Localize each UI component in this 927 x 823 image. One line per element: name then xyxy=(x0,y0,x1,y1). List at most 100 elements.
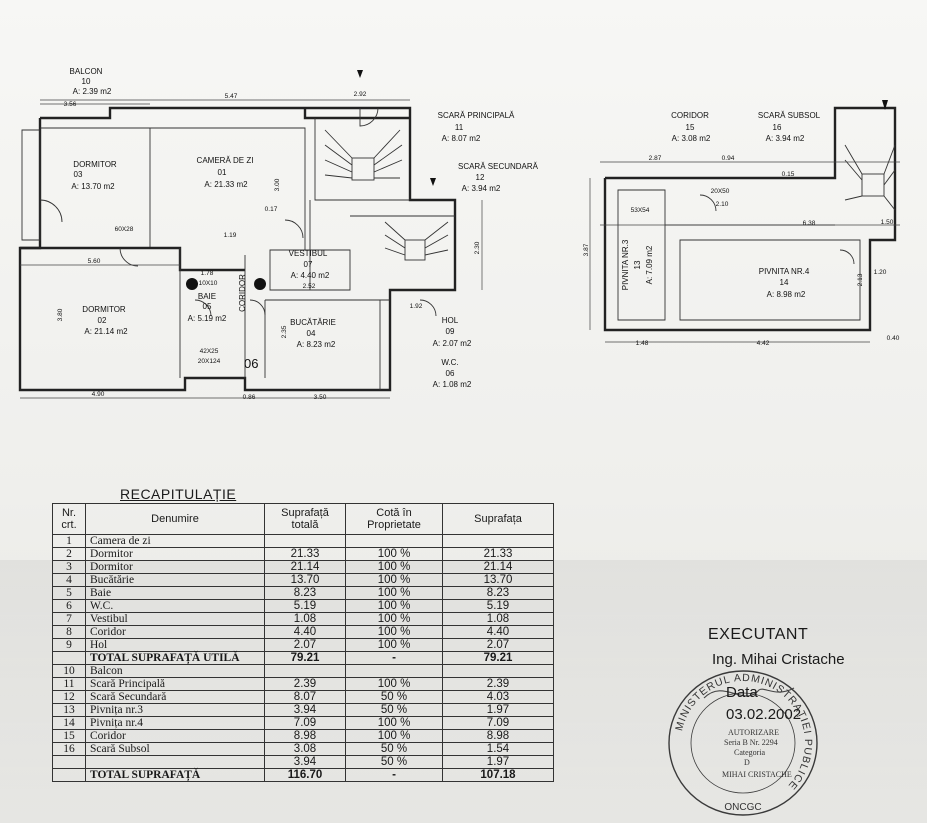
recap-cell-total: 3.08 xyxy=(264,742,346,756)
scara-secundara-area: A: 3.94 m2 xyxy=(462,184,501,193)
recap-cell-name: Balcon xyxy=(85,664,265,678)
dim-label: 0.15 xyxy=(782,171,795,178)
recap-cell-cota: 100 % xyxy=(345,625,443,639)
recap-cell-total: 5.19 xyxy=(264,599,346,613)
recap-cell-name: Scară Subsol xyxy=(85,742,265,756)
dim-label: 2.35 xyxy=(281,325,288,338)
recap-cell-total: 4.40 xyxy=(264,625,346,639)
recap-cell-supr xyxy=(442,534,554,548)
wc-nr: 06 xyxy=(446,369,455,378)
recap-cell-cota xyxy=(345,664,443,678)
recap-cell-name: Hol xyxy=(85,638,265,652)
pivnita3-area: A: 7.09 m2 xyxy=(645,245,654,284)
scara-principala-nr: 11 xyxy=(455,123,464,132)
recap-cell-name: W.C. xyxy=(85,599,265,613)
bucatarie-name: BUCĂTĂRIE xyxy=(290,318,336,327)
dim-label: 10X10 xyxy=(199,280,218,287)
date-value: 03.02.2002 xyxy=(726,706,802,723)
recap-cell-nr: 11 xyxy=(52,677,86,691)
stamp-bottom: ONCGC xyxy=(724,802,761,813)
wc-area: A: 1.08 m2 xyxy=(433,380,472,389)
pivnita4-name: PIVNITA NR.4 xyxy=(759,267,810,276)
recap-cell-total: 3.94 xyxy=(264,755,346,769)
recap-cell-name: Bucătărie xyxy=(85,573,265,587)
dim-label: 42X25 xyxy=(200,348,219,355)
recap-table: Nr. crt. Denumire Suprafață totală Cotă … xyxy=(52,503,554,782)
recap-cell-name: Camera de zi xyxy=(85,534,265,548)
recap-cell-name xyxy=(85,755,265,769)
coridor15-name: CORIDOR xyxy=(671,111,709,120)
recap-cell-supr: 2.39 xyxy=(442,677,554,691)
recap-cell-nr: 12 xyxy=(52,690,86,704)
dim-label: 3.87 xyxy=(583,243,590,256)
recap-cell-supr: 1.54 xyxy=(442,742,554,756)
bucatarie-area: A: 8.23 m2 xyxy=(297,340,336,349)
recap-cell-cota: 100 % xyxy=(345,586,443,600)
recap-cell-total: 13.70 xyxy=(264,573,346,587)
dim-label: 0.17 xyxy=(265,206,278,213)
recap-cell-nr xyxy=(52,768,86,782)
scara-subsol-name: SCARĂ SUBSOL xyxy=(758,111,821,120)
recap-cell-nr: 8 xyxy=(52,625,86,639)
recap-cell-cota xyxy=(345,534,443,548)
bucatarie-nr: 04 xyxy=(307,329,316,338)
camera-zi-area: A: 21.33 m2 xyxy=(204,180,248,189)
header-supr: Suprafața xyxy=(442,503,554,535)
scara-principala-area: A: 8.07 m2 xyxy=(442,134,481,143)
stamp-line: Categoria xyxy=(734,748,766,757)
dormitor03-area: A: 13.70 m2 xyxy=(71,182,115,191)
coridor-name: CORIDOR xyxy=(238,274,247,312)
dim-label: 20X50 xyxy=(711,188,730,195)
recap-cell-cota: 100 % xyxy=(345,716,443,730)
balcon-area: A: 2.39 m2 xyxy=(73,87,112,96)
dim-label: 4.42 xyxy=(757,340,770,347)
dim-label: 1.20 xyxy=(874,269,887,276)
room-06-mark: 06 xyxy=(244,356,258,371)
recap-cell-name: TOTAL SUPRAFAȚĂ xyxy=(85,768,265,782)
wc-name: W.C. xyxy=(441,358,458,367)
recap-cell-cota: 50 % xyxy=(345,690,443,704)
header-name: Denumire xyxy=(85,503,265,535)
pivnita4-nr: 14 xyxy=(780,278,789,287)
recap-cell-name: Scară Principală xyxy=(85,677,265,691)
dim-label: 2.10 xyxy=(716,201,729,208)
recap-cell-nr: 9 xyxy=(52,638,86,652)
recap-cell-supr: 1.97 xyxy=(442,755,554,769)
dim-label: 53X54 xyxy=(631,207,650,214)
recap-cell-supr: 2.07 xyxy=(442,638,554,652)
recap-cell-total: 8.23 xyxy=(264,586,346,600)
recap-cell-cota: 50 % xyxy=(345,755,443,769)
date-label: Data xyxy=(726,684,758,701)
dim-label: 4.90 xyxy=(92,391,105,398)
recap-cell-nr: 1 xyxy=(52,534,86,548)
scara-secundara-nr: 12 xyxy=(476,173,485,182)
marker-dot xyxy=(186,278,198,290)
dim-label: 1.50 xyxy=(881,219,894,226)
recap-header-row: Nr. crt. Denumire Suprafață totală Cotă … xyxy=(52,503,554,535)
recap-cell-total: 2.39 xyxy=(264,677,346,691)
recap-cell-cota: - xyxy=(345,768,443,782)
dim-label: 0.94 xyxy=(722,155,735,162)
dim-label: 2.87 xyxy=(649,155,662,162)
recap-cell-name: Baie xyxy=(85,586,265,600)
recap-cell-nr: 3 xyxy=(52,560,86,574)
north-arrow-icon xyxy=(357,70,363,78)
dim-label: 5.47 xyxy=(225,93,238,100)
recap-cell-cota: 100 % xyxy=(345,612,443,626)
recap-cell-total: 2.07 xyxy=(264,638,346,652)
recap-cell-cota: 100 % xyxy=(345,547,443,561)
official-stamp: MINISTERUL ADMINISTRAȚIEI PUBLICE ONCGC xyxy=(668,670,818,816)
pivnita4-area: A: 8.98 m2 xyxy=(767,290,806,299)
header-nr: Nr. crt. xyxy=(52,503,86,535)
hol-nr: 09 xyxy=(446,327,455,336)
